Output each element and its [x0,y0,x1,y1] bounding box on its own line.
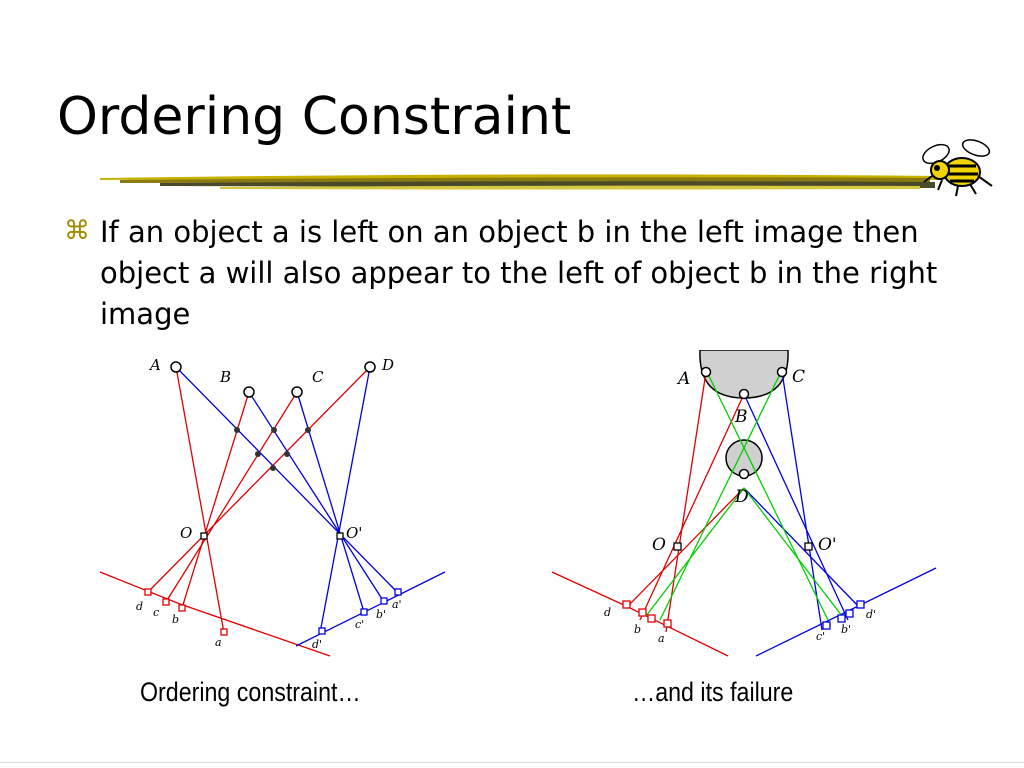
label-O-prime: O' [346,524,362,542]
label-B: B [734,407,748,427]
label-c: c [153,606,159,619]
label-B: B [219,368,231,386]
image-points [144,588,402,636]
slide-title: Ordering Constraint [57,87,572,147]
gold-divider-rule [100,174,940,190]
label-b: b [634,623,641,636]
caption-left: Ordering constraint… [140,677,361,707]
optical-centers [200,532,344,540]
label-d-prime: d' [312,638,322,651]
label-a: a [658,632,665,645]
object-points [700,366,788,480]
label-a-prime: a' [392,598,402,611]
intersection-points [234,427,311,471]
label-D: D [734,487,749,507]
label-O: O [180,524,192,542]
label-C: C [312,368,324,386]
label-b-prime: b' [841,623,851,636]
ordering-failure-diagram: A C B D O O' d b a c' b' d' [551,350,937,657]
image-points [622,600,865,630]
label-C: C [792,367,805,387]
label-b: b [172,613,179,626]
ordering-constraint-diagram: A B C D O O' d c b a d' c' b' a' [100,356,446,657]
optical-centers [673,542,813,551]
label-d: d [136,600,143,613]
caption-right: …and its failure [632,677,794,707]
bullet-text: If an object a is left on an object b in… [100,215,938,331]
label-O: O [652,535,666,555]
right-camera-rays [175,366,446,647]
label-d-prime: d' [866,608,876,621]
label-A: A [676,369,690,389]
occlusion-rays [645,373,843,621]
label-A: A [148,356,161,374]
footer-divider [0,762,1024,763]
label-b-prime: b' [376,608,386,621]
object-points [170,361,376,398]
right-camera-rays [743,371,937,657]
label-c-prime: c' [816,630,825,643]
label-d: d [604,606,611,619]
label-D: D [381,356,394,374]
yellow-jacket-mascot-icon [922,139,993,197]
label-a: a [215,636,222,649]
label-c-prime: c' [355,618,364,631]
command-key-icon: ⌘ [64,216,90,246]
label-O-prime: O' [818,535,837,555]
